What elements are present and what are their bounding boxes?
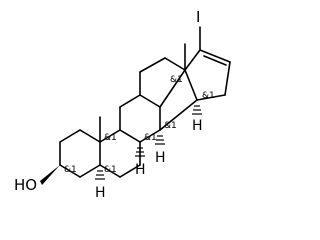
- bond: [196, 94, 226, 101]
- bond: [59, 129, 81, 143]
- stereo-descriptor: &1: [144, 133, 157, 143]
- stereo-descriptor: &1: [164, 121, 177, 131]
- bond: [224, 61, 231, 96]
- ring-b: [99, 129, 141, 178]
- hydroxyl-group: HO: [14, 176, 37, 194]
- hashed-bond-h14: [192, 105, 202, 115]
- stereo-descriptor: &1: [170, 75, 183, 85]
- bond: [119, 94, 141, 108]
- bond: [139, 94, 161, 108]
- hydrogen-label: H: [192, 118, 203, 134]
- bond: [119, 129, 141, 143]
- bond: [79, 164, 101, 178]
- bond: [119, 164, 141, 178]
- stereo-descriptor: &1: [64, 165, 77, 175]
- ring-a: [59, 129, 101, 178]
- stereo-descriptor: &1: [202, 91, 215, 101]
- ring-c: [119, 57, 186, 143]
- bond: [59, 164, 81, 178]
- hydrogen-label: H: [135, 162, 146, 178]
- bond: [99, 129, 121, 143]
- hydrogen-label: H: [155, 150, 166, 166]
- steroid-structure-diagram: I HO H H H H &1 &1 &1 &1 &1 &1 &1: [14, 8, 231, 201]
- hashed-bond-h9: [135, 147, 145, 157]
- bond: [159, 99, 198, 131]
- bond: [79, 129, 101, 143]
- bond: [184, 49, 201, 71]
- hydrogen-label: H: [95, 185, 106, 201]
- ring-d: [159, 49, 231, 131]
- hashed-bond-h5: [95, 170, 105, 180]
- wedge-bond-c3-o: [40, 165, 60, 185]
- hashed-bond-h8: [155, 135, 165, 145]
- bond: [139, 129, 161, 143]
- bond: [184, 69, 198, 101]
- iodine-atom: I: [196, 8, 200, 26]
- stereo-descriptor: &1: [104, 133, 117, 143]
- bond: [159, 69, 186, 108]
- bond: [199, 49, 231, 63]
- bond: [139, 57, 166, 73]
- double-bond-inner: [203, 55, 227, 66]
- stereo-descriptor: &1: [104, 165, 117, 175]
- bond: [164, 57, 186, 71]
- bond: [99, 164, 121, 178]
